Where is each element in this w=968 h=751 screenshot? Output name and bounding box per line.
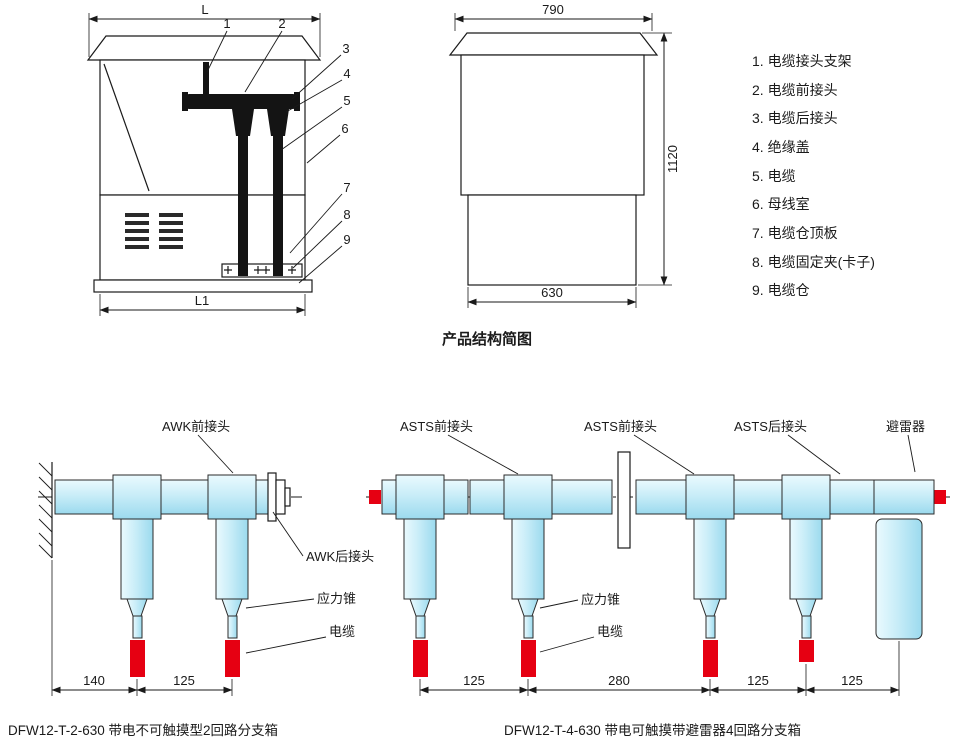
dim-label-1120: 1120 (665, 145, 680, 173)
callout-9: 9 (343, 232, 350, 247)
label-asts-front-2: ASTS前接头 (584, 419, 657, 434)
cable-red-1 (413, 640, 428, 677)
front-base (93, 279, 313, 293)
clamp-bolts (224, 266, 296, 274)
busbar (54, 474, 269, 520)
inner-cable-connectors (182, 62, 300, 276)
callout-6: 6 (341, 121, 348, 136)
t-connector-body-2 (503, 474, 553, 520)
dim-label-140: 140 (83, 673, 105, 688)
connector-bus (186, 94, 296, 109)
label-cable: 电缆 (597, 624, 623, 639)
caption-left-diagram: DFW12-T-2-630 带电不可触摸型2回路分支箱 (8, 723, 278, 738)
legend-item: 1. 电缆接头支架 (752, 53, 852, 69)
legend-item: 2. 电缆前接头 (752, 82, 838, 98)
dim-label-L: L (201, 2, 208, 17)
stress-cone-2 (221, 598, 243, 617)
leg-4 (789, 518, 823, 662)
stress-cone-1 (409, 598, 431, 617)
dim-label-790: 790 (542, 2, 564, 17)
cable-red-3 (703, 640, 718, 677)
t-connector-body-2 (207, 474, 257, 520)
legend-item: 5. 电缆 (752, 168, 796, 184)
label-stress-cone: 应力锥 (317, 591, 356, 606)
dim-label-125-2: 125 (747, 673, 769, 688)
callout-8: 8 (343, 207, 350, 222)
cabinet-front-view: L L1 1 2 3 4 5 6 7 8 9 (86, 2, 351, 316)
stress-cone-4 (795, 598, 817, 617)
t-connector-body-4 (781, 474, 831, 520)
callout-5: 5 (343, 93, 350, 108)
wall-hatch (38, 462, 53, 559)
cabinet-side-view: 790 1120 630 (448, 2, 680, 308)
label-asts-front-1: ASTS前接头 (400, 419, 473, 434)
leg-1 (120, 518, 154, 677)
busbar (381, 451, 935, 549)
cable-red-2 (225, 640, 240, 677)
t-connector-body-1 (112, 474, 162, 520)
legend-item: 3. 电缆后接头 (752, 110, 838, 126)
front-door-diagonal (103, 63, 150, 192)
structure-caption: 产品结构简图 (442, 330, 532, 348)
caption-right-diagram: DFW12-T-4-630 带电可触摸带避雷器4回路分支箱 (504, 723, 801, 738)
parts-legend: 1. 电缆接头支架 2. 电缆前接头 3. 电缆后接头 4. 绝缘盖 5. 电缆… (752, 53, 875, 298)
side-lower-body (467, 194, 637, 286)
callout-4: 4 (343, 66, 350, 81)
legend-item: 9. 电缆仓 (752, 282, 810, 298)
bus-end-right (934, 490, 946, 504)
callout-3: 3 (342, 41, 349, 56)
stress-cone-2 (517, 598, 539, 617)
stress-cone-3 (699, 598, 721, 617)
dim-label-280: 280 (608, 673, 630, 688)
surge-arrester (875, 518, 923, 640)
callout-1: 1 (223, 16, 230, 31)
insulating-plate (617, 451, 631, 549)
label-awk-rear: AWK后接头 (306, 549, 374, 564)
dim-label-125-1: 125 (463, 673, 485, 688)
connector-support-pin (203, 62, 209, 96)
stress-cone-1 (126, 598, 148, 617)
leg-2 (511, 518, 545, 677)
awk-2-circuit-assembly: AWK前接头 AWK后接头 应力锥 电缆 140 125 DFW12-T-2-6… (8, 419, 374, 738)
front-roof (86, 35, 322, 61)
t-connector-2 (267, 109, 289, 136)
leg-2 (215, 518, 249, 677)
t-connector-1 (232, 109, 254, 136)
legend-item: 8. 电缆固定夹(卡子) (752, 254, 875, 270)
label-cable: 电缆 (329, 624, 355, 639)
cable-red-2 (521, 640, 536, 677)
cable-red-4 (799, 640, 814, 662)
side-roof (448, 32, 659, 56)
legend-item: 4. 绝缘盖 (752, 139, 810, 155)
dim-label-125-3: 125 (841, 673, 863, 688)
dim-label-L1: L1 (195, 293, 209, 308)
leg-1 (403, 518, 437, 677)
cable-red-1 (130, 640, 145, 677)
callout-2: 2 (278, 16, 285, 31)
bus-end-left (369, 490, 381, 504)
dim-label-125: 125 (173, 673, 195, 688)
t-connector-body-1 (395, 474, 445, 520)
end-cap (267, 472, 291, 522)
cable-2 (273, 136, 283, 276)
legend-item: 7. 电缆仓顶板 (752, 225, 838, 241)
cable-1 (238, 136, 248, 276)
vent-louvers (125, 213, 183, 249)
label-arrester: 避雷器 (886, 419, 925, 434)
t-connector-body-3 (685, 474, 735, 520)
leg-3 (693, 518, 727, 677)
callout-leaders (206, 30, 343, 284)
legend-item: 6. 母线室 (752, 196, 810, 212)
label-awk-front: AWK前接头 (162, 419, 230, 434)
side-upper-body (460, 54, 645, 196)
dim-label-630: 630 (541, 285, 563, 300)
label-asts-rear: ASTS后接头 (734, 419, 807, 434)
label-stress-cone: 应力锥 (581, 592, 620, 607)
asts-4-circuit-assembly: ASTS前接头 ASTS前接头 ASTS后接头 避雷器 应力锥 电缆 125 2… (366, 419, 950, 738)
callout-7: 7 (343, 180, 350, 195)
